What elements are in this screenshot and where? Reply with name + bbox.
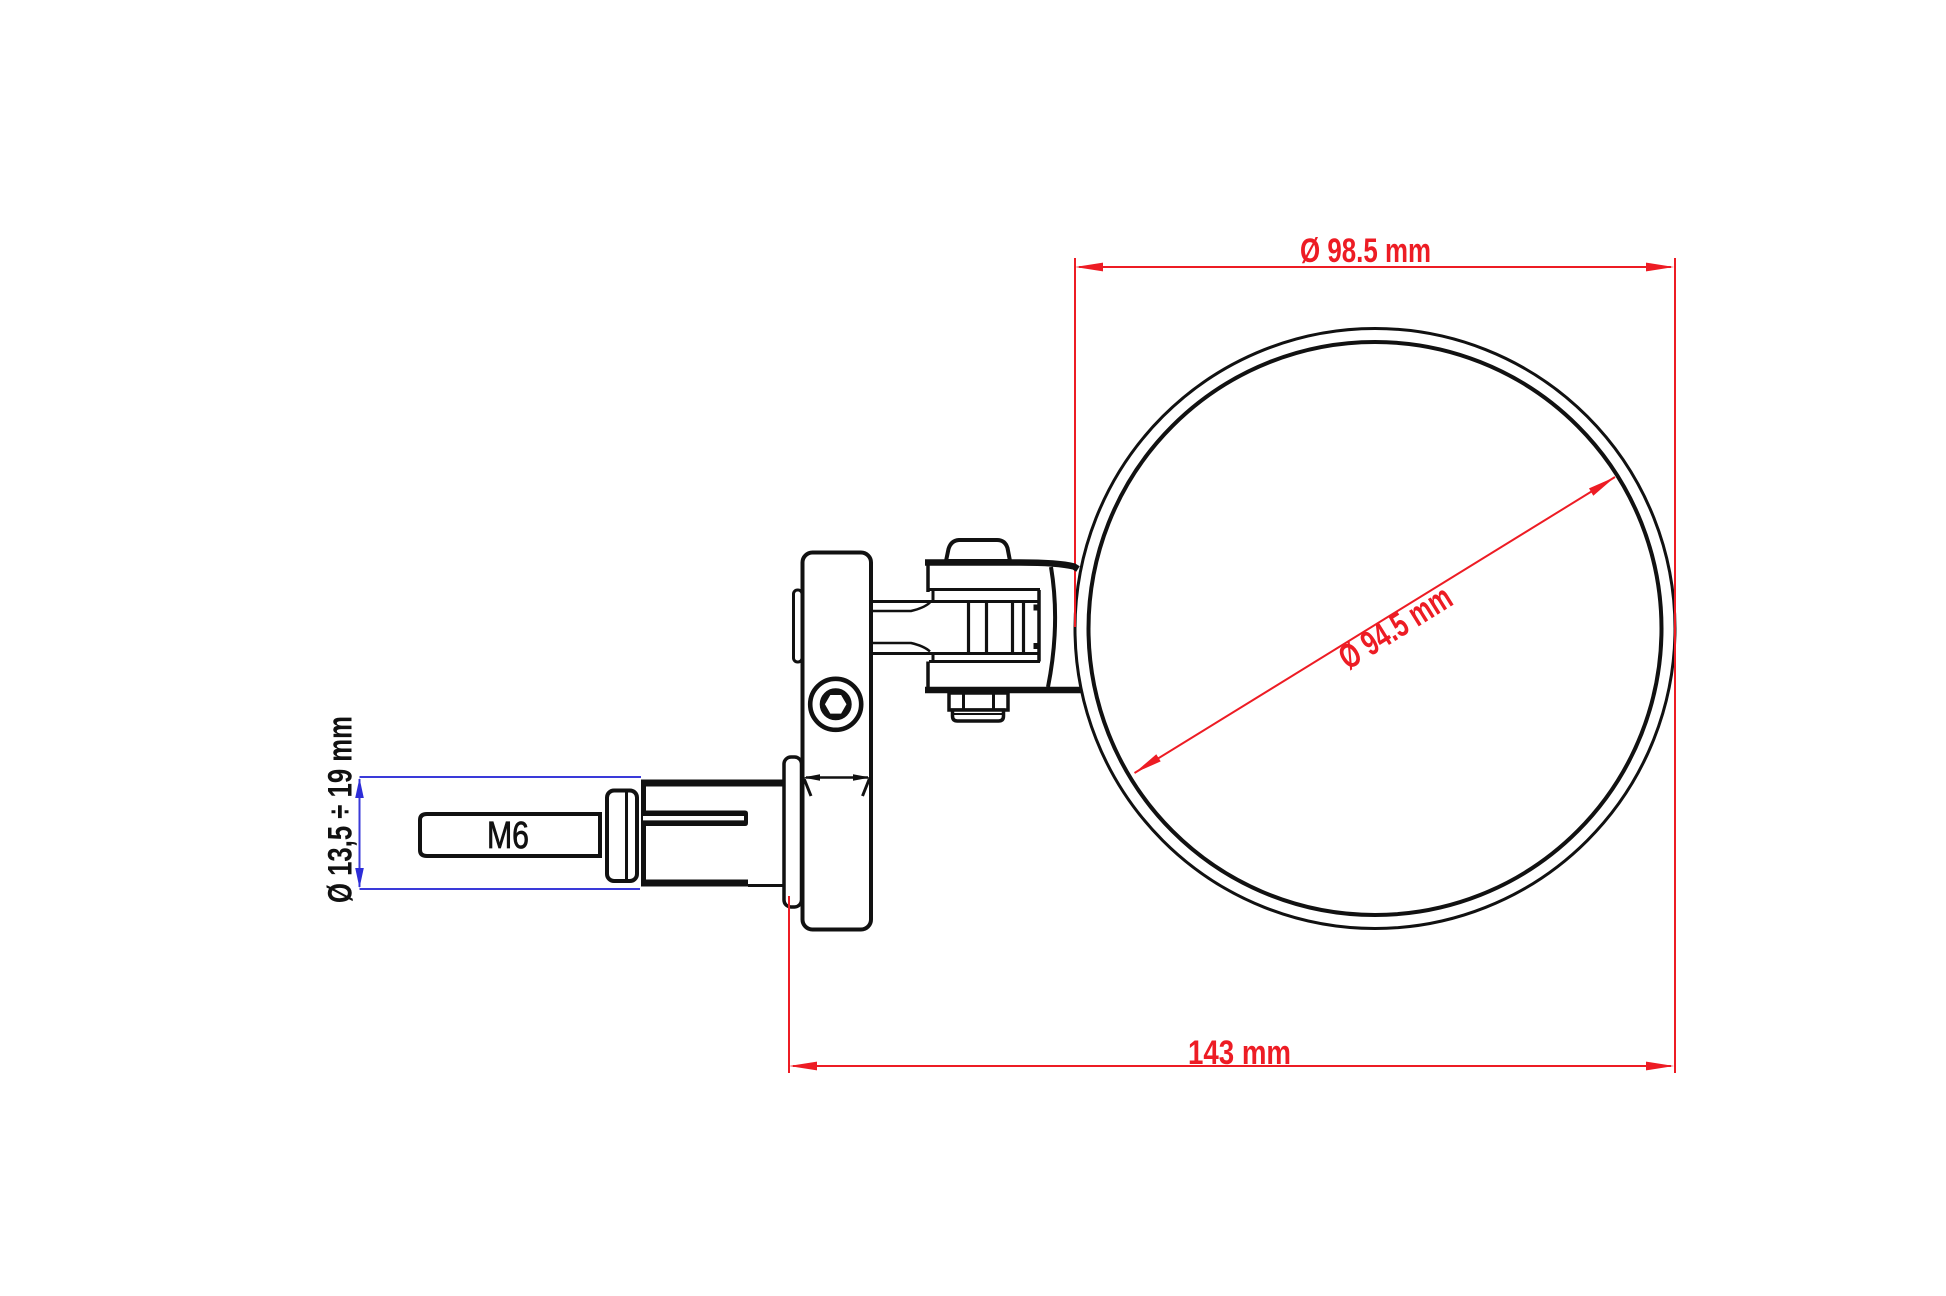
svg-text:M6: M6	[487, 815, 529, 857]
svg-text:143 mm: 143 mm	[1188, 1034, 1291, 1072]
svg-text:Ø 98.5 mm: Ø 98.5 mm	[1300, 232, 1431, 270]
svg-text:Ø 13,5 ÷ 19 mm: Ø 13,5 ÷ 19 mm	[322, 716, 360, 903]
